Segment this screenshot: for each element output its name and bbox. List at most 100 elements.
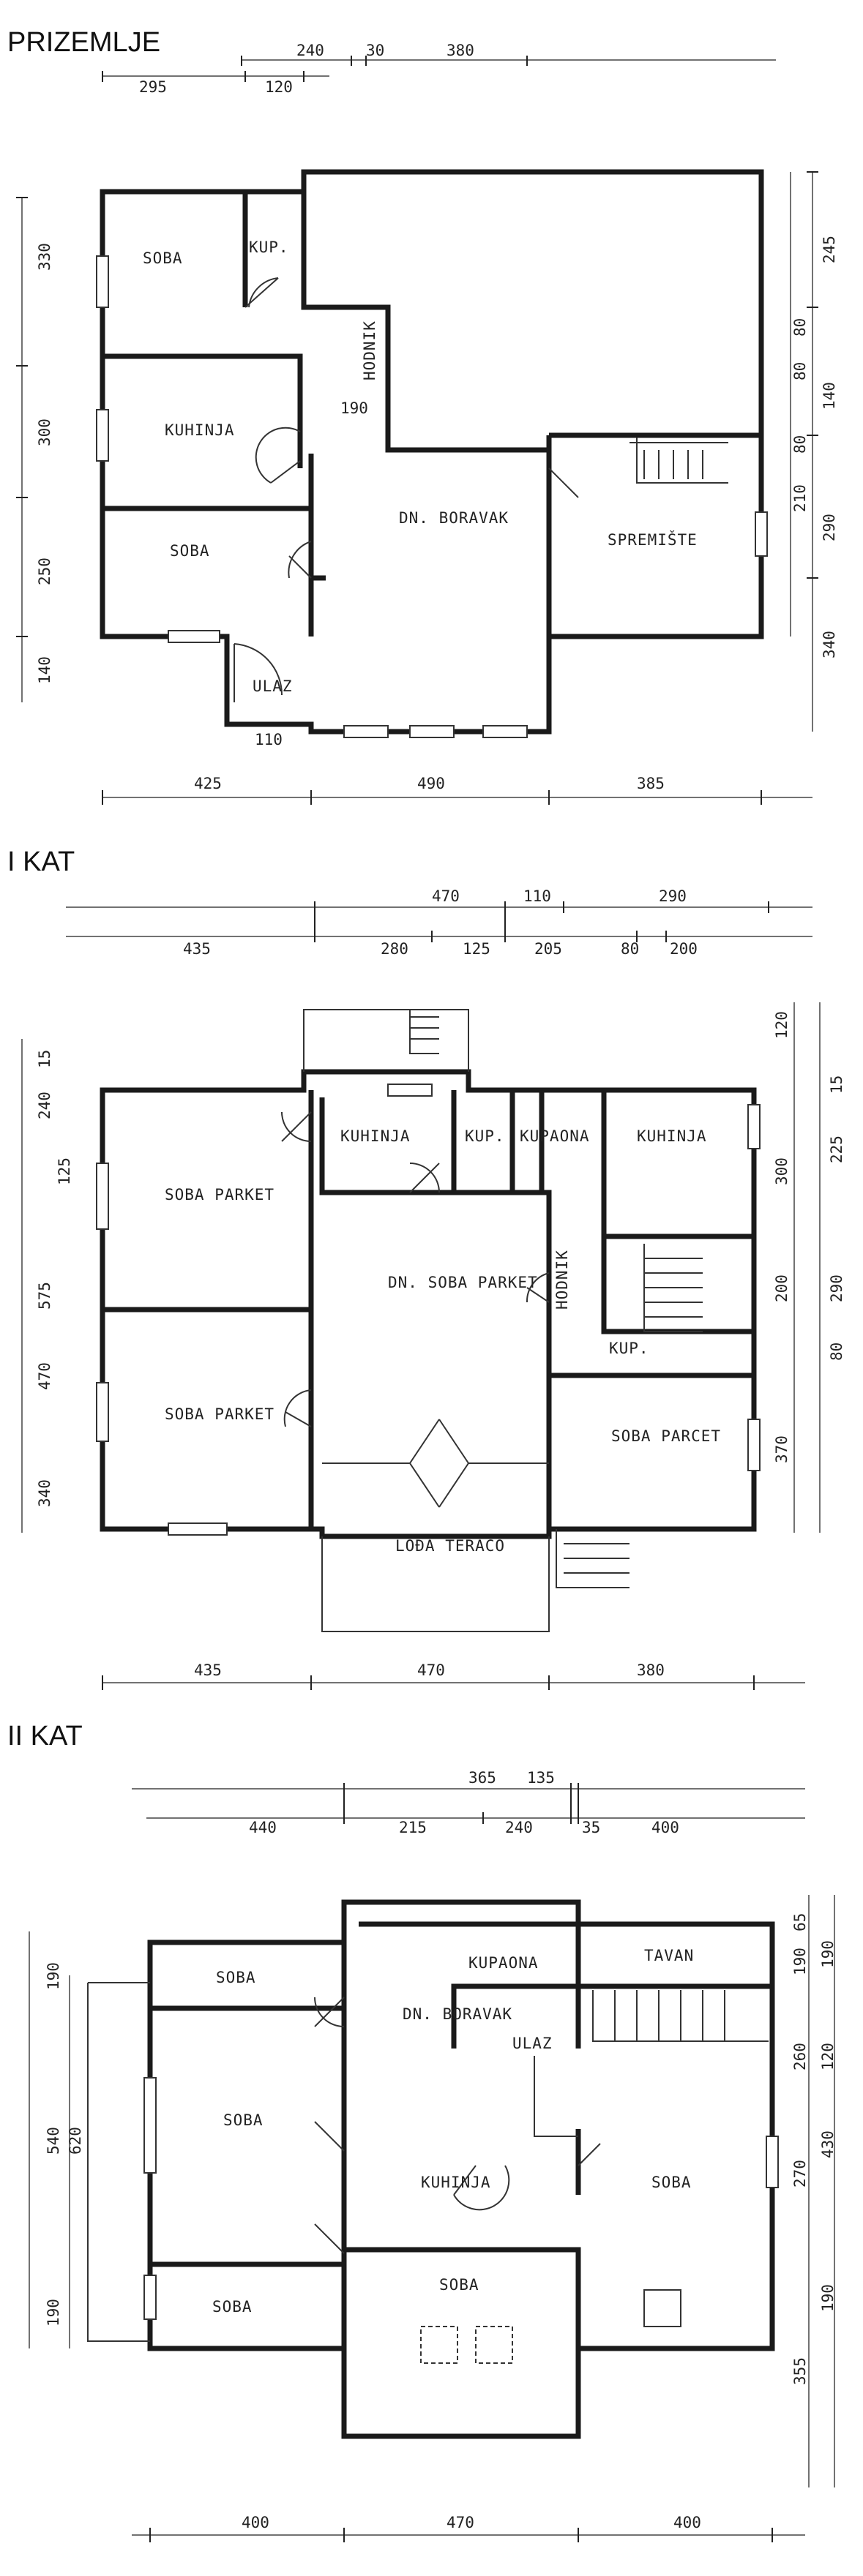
dim-label: 575 [36, 1282, 53, 1310]
dim-label: 300 [36, 418, 53, 446]
room-label: DN. SOBA PARKET [388, 1274, 538, 1291]
dim-label: 125 [56, 1157, 73, 1185]
dim-label: 330 [36, 243, 53, 271]
dim-label: 140 [36, 656, 53, 684]
dim-label: 225 [828, 1135, 845, 1163]
room-label: SOBA [651, 2174, 692, 2191]
room-label: DN. BORAVAK [399, 509, 509, 527]
dim-label: 365 [468, 1769, 496, 1787]
dim-label: 190 [819, 2284, 837, 2312]
room-label: DN. BORAVAK [403, 2005, 512, 2023]
room-label: HODNIK [361, 320, 378, 380]
room-label: SOBA [143, 249, 183, 267]
dim-label: 380 [447, 42, 474, 59]
dim-label: 205 [534, 940, 562, 958]
dim-label: 400 [651, 1819, 679, 1836]
room-label: SOBA PARKET [165, 1405, 274, 1423]
room-label: KUHINJA [637, 1127, 707, 1145]
dim-label: 190 [45, 1962, 62, 1990]
dim-label: 215 [399, 1819, 427, 1836]
dim-label: 15 [36, 1050, 53, 1068]
dim-label: 190 [45, 2299, 62, 2327]
dim-label: 440 [249, 1819, 277, 1836]
dim-label: 140 [821, 382, 838, 410]
dim-label: 240 [505, 1819, 533, 1836]
dim-label: 540 [45, 2127, 62, 2155]
dim-label: 30 [366, 42, 384, 59]
dim-label: 380 [637, 1661, 665, 1679]
dim-label: 210 [791, 484, 809, 512]
dim-label: 425 [194, 775, 222, 792]
room-label: KUPAONA [520, 1127, 590, 1145]
second-floor-plan: II KAT 365 135 440 215 240 35 400 [7, 1721, 837, 2542]
dim-label: 385 [637, 775, 665, 792]
dim-label: 260 [791, 2043, 809, 2070]
dim-label: 110 [255, 731, 283, 748]
room-label: ULAZ [253, 677, 293, 695]
ground-floor-plan: PRIZEMLJE 240 30 380 295 120 330 300 250… [7, 27, 838, 805]
dim-label: 200 [670, 940, 698, 958]
room-label: KUP. [609, 1340, 649, 1357]
room-label: HODNIK [553, 1250, 571, 1310]
dim-label: 80 [791, 362, 809, 380]
dim-label: 430 [819, 2130, 837, 2158]
first-floor-plan: I KAT 470 110 290 435 280 125 205 80 200 [7, 846, 845, 1690]
room-label: SPREMIŠTE [608, 530, 698, 549]
dim-label: 300 [773, 1157, 791, 1185]
dim-label: 65 [791, 1913, 809, 1931]
dim-label: 490 [417, 775, 445, 792]
dim-label: 470 [36, 1362, 53, 1390]
dim-label: 270 [791, 2160, 809, 2188]
dim-label: 470 [432, 887, 460, 905]
room-label: KUP. [465, 1127, 505, 1145]
outer-walls [100, 169, 764, 735]
dim-label: 35 [582, 1819, 600, 1836]
dim-label: 80 [828, 1343, 845, 1361]
dim-label: 245 [821, 236, 838, 263]
dim-label: 280 [381, 940, 408, 958]
room-label: SOBA PARCET [611, 1427, 721, 1445]
room-label: KUP. [249, 239, 289, 256]
dim-label: 110 [523, 887, 551, 905]
room-label: SOBA [223, 2111, 264, 2129]
dim-label: 120 [773, 1011, 791, 1039]
dim-label: 470 [447, 2514, 474, 2531]
dim-label: 200 [773, 1274, 791, 1302]
dim-label: 240 [36, 1092, 53, 1119]
dim-label: 370 [773, 1435, 791, 1463]
room-label: SOBA [439, 2276, 479, 2294]
room-label: KUHINJA [340, 1127, 411, 1145]
room-label: KUHINJA [165, 421, 235, 439]
dim-label: 355 [791, 2357, 809, 2385]
dim-label: 620 [67, 2127, 84, 2155]
dim-label: 435 [194, 1661, 222, 1679]
floor-title-prizemlje: PRIZEMLJE [7, 27, 160, 58]
dim-label: 240 [296, 42, 324, 59]
dim-label: 190 [791, 1948, 809, 1975]
dim-label: 135 [527, 1769, 555, 1787]
dim-label: 120 [819, 2043, 837, 2070]
floor-title-i-kat: I KAT [7, 846, 75, 877]
dim-label: 340 [821, 631, 838, 658]
dim-label: 250 [36, 557, 53, 585]
room-label: SOBA [170, 542, 210, 560]
room-label: KUHINJA [421, 2174, 491, 2191]
dim-label: 190 [340, 399, 368, 417]
dim-label: 290 [659, 887, 687, 905]
room-label: SOBA PARKET [165, 1186, 274, 1203]
dim-label: 80 [791, 318, 809, 337]
room-label: LOĐA TERACO [395, 1537, 505, 1555]
floor-title-ii-kat: II KAT [7, 1721, 83, 1751]
dim-label: 400 [242, 2514, 269, 2531]
dim-label: 80 [791, 435, 809, 454]
dim-label: 80 [621, 940, 639, 958]
dim-label: 290 [828, 1274, 845, 1302]
dim-label: 435 [183, 940, 211, 958]
dim-label: 120 [265, 78, 293, 96]
dim-label: 295 [139, 78, 167, 96]
dim-label: 340 [36, 1479, 53, 1507]
dim-label: 400 [673, 2514, 701, 2531]
dim-label: 190 [819, 1940, 837, 1968]
room-label: KUPAONA [468, 1954, 539, 1972]
